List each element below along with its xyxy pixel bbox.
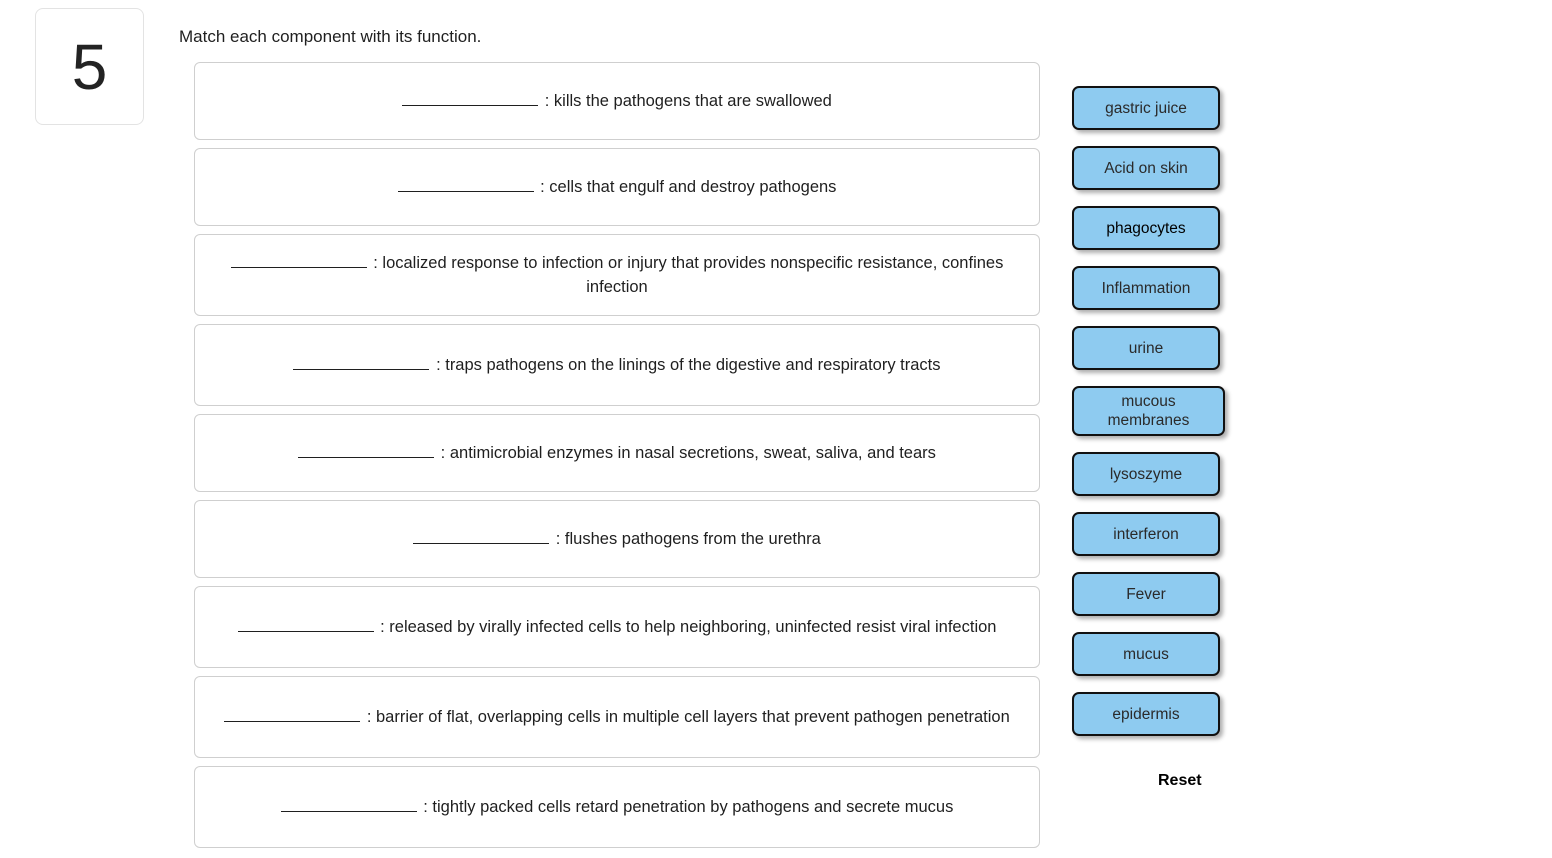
draggable-token[interactable]: urine xyxy=(1072,326,1220,370)
dropzone-text: : tightly packed cells retard penetratio… xyxy=(280,795,954,819)
draggable-token[interactable]: Inflammation xyxy=(1072,266,1220,310)
dropzone[interactable]: : flushes pathogens from the urethra xyxy=(194,500,1040,578)
token-label: Fever xyxy=(1126,585,1166,603)
question-prompt: Match each component with its function. xyxy=(179,27,482,46)
dropzone[interactable]: : barrier of flat, overlapping cells in … xyxy=(194,676,1040,758)
dropzone-text: : cells that engulf and destroy pathogen… xyxy=(397,175,837,199)
draggable-token[interactable]: interferon xyxy=(1072,512,1220,556)
dropzone-blank[interactable] xyxy=(402,90,539,106)
dropzone[interactable]: : localized response to infection or inj… xyxy=(194,234,1040,316)
dropzone-description: : cells that engulf and destroy pathogen… xyxy=(540,178,837,196)
dropzone[interactable]: : released by virally infected cells to … xyxy=(194,586,1040,668)
dropzone[interactable]: : cells that engulf and destroy pathogen… xyxy=(194,148,1040,226)
dropzone[interactable]: : tightly packed cells retard penetratio… xyxy=(194,766,1040,848)
dropzone-blank[interactable] xyxy=(293,354,430,370)
dropzone-description: : flushes pathogens from the urethra xyxy=(555,530,821,548)
dropzone-text: : localized response to infection or inj… xyxy=(217,251,1017,299)
token-label: mucous membranes xyxy=(1107,393,1190,429)
draggable-token[interactable]: lysoszyme xyxy=(1072,452,1220,496)
draggable-token[interactable]: Fever xyxy=(1072,572,1220,616)
token-label: Acid on skin xyxy=(1104,159,1188,177)
dropzone-list: : kills the pathogens that are swallowed… xyxy=(194,62,1040,856)
dropzone-description: : kills the pathogens that are swallowed xyxy=(544,92,832,110)
dropzone-description: : tightly packed cells retard penetratio… xyxy=(423,798,954,816)
token-label: mucus xyxy=(1123,645,1169,663)
dropzone-blank[interactable] xyxy=(237,616,374,632)
question-number-box: 5 xyxy=(35,8,144,125)
draggable-token[interactable]: mucus xyxy=(1072,632,1220,676)
question-number: 5 xyxy=(71,30,108,103)
dropzone-text: : flushes pathogens from the urethra xyxy=(413,527,821,551)
dropzone-description: : antimicrobial enzymes in nasal secreti… xyxy=(440,444,936,462)
dropzone-description: : released by virally infected cells to … xyxy=(380,618,997,636)
token-label: interferon xyxy=(1113,525,1179,543)
token-label: Inflammation xyxy=(1101,279,1191,297)
token-label: gastric juice xyxy=(1105,99,1187,117)
token-label: urine xyxy=(1128,339,1164,357)
dropzone[interactable]: : traps pathogens on the linings of the … xyxy=(194,324,1040,406)
dropzone-blank[interactable] xyxy=(224,706,361,722)
token-label: epidermis xyxy=(1112,705,1180,723)
dropzone-blank[interactable] xyxy=(230,252,367,268)
token-label: phagocytes xyxy=(1106,219,1186,237)
draggable-token[interactable]: Acid on skin xyxy=(1072,146,1220,190)
draggable-token[interactable]: phagocytes xyxy=(1072,206,1220,250)
dropzone-text: : released by virally infected cells to … xyxy=(237,615,997,639)
reset-button[interactable]: Reset xyxy=(1158,772,1202,789)
dropzone-description: : localized response to infection or inj… xyxy=(373,254,1004,296)
dropzone-description: : traps pathogens on the linings of the … xyxy=(436,356,941,374)
dropzone-blank[interactable] xyxy=(397,176,534,192)
dropzone[interactable]: : kills the pathogens that are swallowed xyxy=(194,62,1040,140)
dropzone-blank[interactable] xyxy=(280,796,417,812)
draggable-token[interactable]: gastric juice xyxy=(1072,86,1220,130)
dropzone-description: : barrier of flat, overlapping cells in … xyxy=(366,708,1010,726)
dropzone[interactable]: : antimicrobial enzymes in nasal secreti… xyxy=(194,414,1040,492)
dropzone-text: : barrier of flat, overlapping cells in … xyxy=(224,705,1010,729)
draggable-token[interactable]: epidermis xyxy=(1072,692,1220,736)
dropzone-text: : traps pathogens on the linings of the … xyxy=(293,353,941,377)
token-label: lysoszyme xyxy=(1109,465,1183,483)
dropzone-text: : kills the pathogens that are swallowed xyxy=(402,89,832,113)
dropzone-blank[interactable] xyxy=(298,442,435,458)
dropzone-text: : antimicrobial enzymes in nasal secreti… xyxy=(298,441,936,465)
dropzone-blank[interactable] xyxy=(413,528,550,544)
draggable-token[interactable]: mucous membranes xyxy=(1072,386,1225,436)
